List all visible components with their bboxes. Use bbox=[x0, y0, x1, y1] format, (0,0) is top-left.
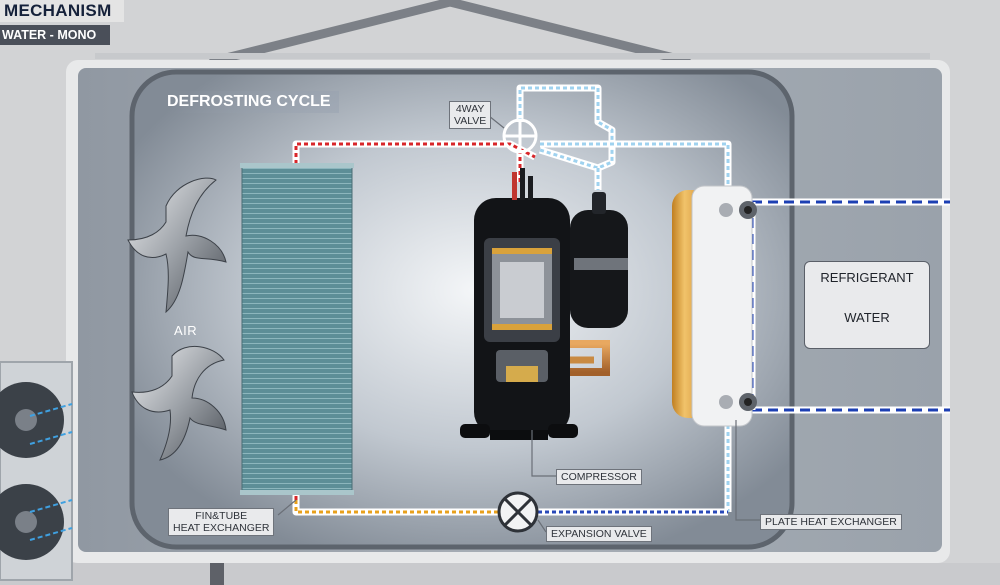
air-label: AIR bbox=[174, 323, 198, 338]
compressor-label: COMPRESSOR bbox=[556, 469, 642, 485]
four-way-valve-label-line1: 4WAY bbox=[455, 103, 485, 115]
header-subtitle: WATER - MONO bbox=[0, 25, 111, 45]
plate-heat-exchanger-label: PLATE HEAT EXCHANGER bbox=[760, 514, 902, 530]
expansion-valve-icon bbox=[497, 491, 539, 533]
four-way-valve-label: 4WAY VALVE bbox=[449, 101, 492, 129]
cycle-title: DEFROSTING CYCLE bbox=[165, 91, 339, 113]
legend-refrigerant: REFRIGERANT bbox=[820, 270, 914, 285]
fin-tube-label-line1: FIN&TUBE bbox=[195, 510, 248, 522]
plate-heat-exchanger bbox=[672, 185, 757, 427]
floor-post bbox=[210, 563, 224, 585]
four-way-valve-label-line2: VALVE bbox=[454, 115, 487, 127]
expansion-valve-label: EXPANSION VALVE bbox=[546, 526, 652, 542]
header-title: MECHANISM bbox=[0, 0, 124, 22]
fin-tube-label: FIN&TUBE HEAT EXCHANGER bbox=[168, 508, 275, 536]
outdoor-unit bbox=[0, 361, 73, 581]
fin-tube-heat-exchanger bbox=[240, 163, 354, 495]
fan-blade-top bbox=[127, 177, 227, 314]
legend-water: WATER bbox=[844, 310, 890, 325]
fan-blade-bottom bbox=[131, 345, 227, 461]
compressor bbox=[460, 168, 628, 440]
fin-tube-label-line2: HEAT EXCHANGER bbox=[173, 522, 270, 534]
legend-box: REFRIGERANT WATER bbox=[804, 261, 930, 349]
floor-base bbox=[0, 563, 1000, 585]
house-roof bbox=[208, 0, 692, 67]
four-way-valve-icon bbox=[502, 118, 538, 154]
